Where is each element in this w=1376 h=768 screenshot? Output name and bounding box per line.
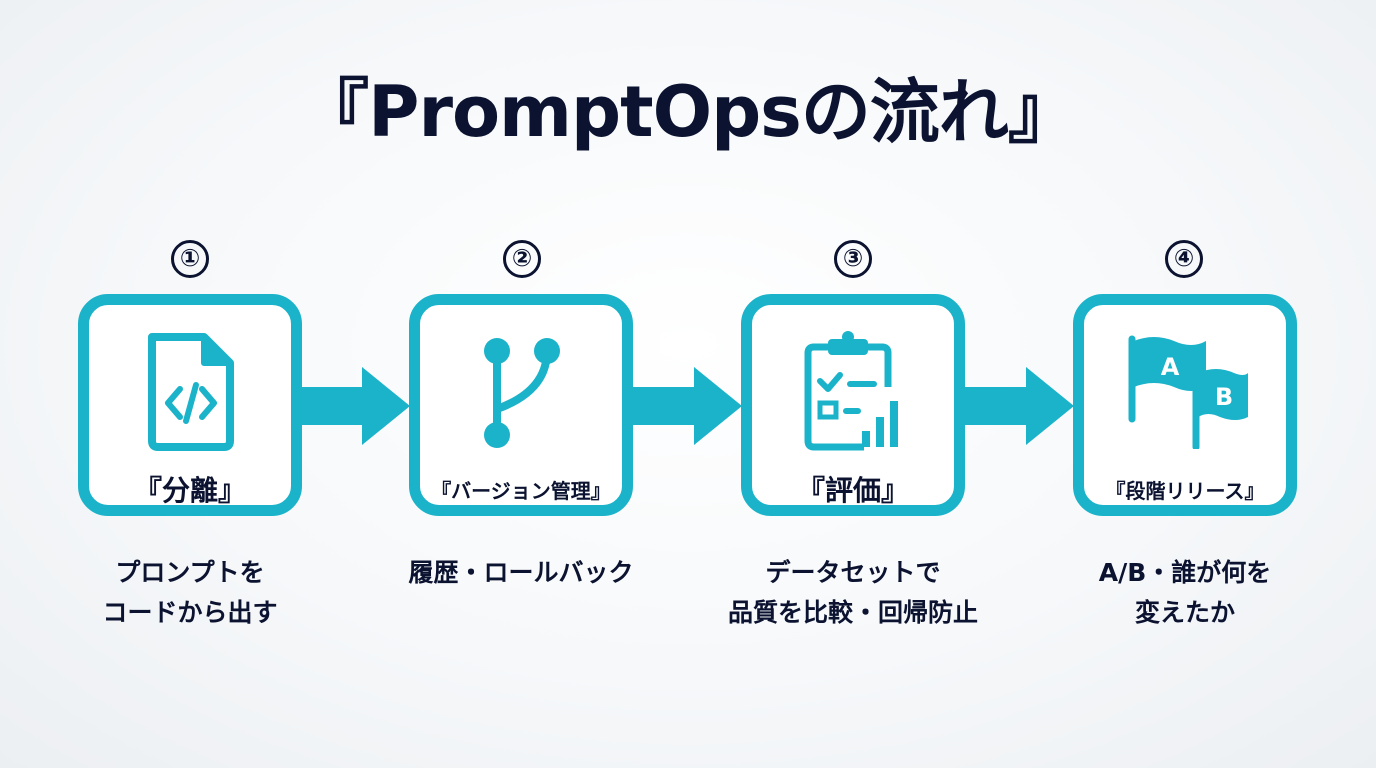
description-line: 品質を比較・回帰防止 (727, 598, 978, 627)
step-number-1-label: ① (171, 240, 209, 278)
description-line: 変えたか (1134, 598, 1235, 627)
step-description-separation: プロンプトを コードから出す (40, 553, 340, 633)
step-label-staged-release: 『段階リリース』 (1105, 479, 1265, 503)
step-description-staged-release: A/B・誰が何を 変えたか (1035, 553, 1335, 633)
step-card-evaluation: 『評価』 (741, 294, 965, 516)
step-number-4: ④ (1158, 236, 1210, 288)
arrow-right-icon (296, 367, 410, 445)
clipboard-checklist-icon (798, 329, 908, 457)
step-description-version-control: 履歴・ロールバック (371, 553, 671, 593)
description-line: プロンプトを (115, 558, 265, 587)
page-title: 『PromptOpsの流れ』 (299, 71, 1078, 153)
step-description-evaluation: データセットで 品質を比較・回帰防止 (703, 553, 1003, 633)
step-number-3-label: ③ (834, 240, 872, 278)
description-line: 履歴・ロールバック (408, 558, 634, 587)
arrow-right-icon (628, 367, 742, 445)
flag-b-label: B (1215, 383, 1233, 411)
step-label-separation: 『分離』 (133, 474, 246, 507)
step-number-1: ① (164, 236, 216, 288)
description-line: データセットで (765, 558, 941, 587)
step-number-2: ② (496, 236, 548, 288)
git-branch-icon (471, 331, 571, 455)
step-number-4-label: ④ (1165, 240, 1203, 278)
arrow-right-icon (960, 367, 1074, 445)
description-line: コードから出す (102, 598, 278, 627)
code-file-icon (140, 331, 240, 455)
step-label-version-control: 『バージョン管理』 (431, 479, 611, 503)
step-card-version-control: 『バージョン管理』 (409, 294, 633, 516)
step-card-separation: 『分離』 (78, 294, 302, 516)
step-number-3: ③ (827, 236, 879, 288)
step-number-2-label: ② (503, 240, 541, 278)
flag-a-label: A (1161, 353, 1180, 381)
step-card-staged-release: A B 『段階リリース』 (1073, 294, 1297, 516)
description-line: A/B・誰が何を (1098, 558, 1272, 587)
step-label-evaluation: 『評価』 (796, 474, 909, 507)
ab-flags-icon: A B (1120, 329, 1250, 453)
